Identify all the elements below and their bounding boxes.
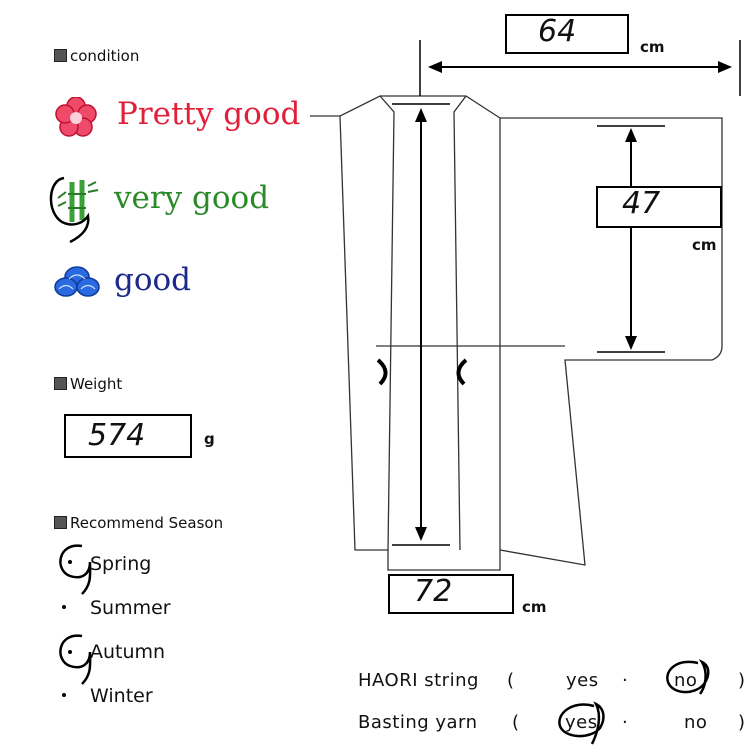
weight-unit: g <box>204 430 215 448</box>
paren-close: ) <box>738 670 746 691</box>
plum-blossom-icon <box>55 97 97 137</box>
season-bullet-dot <box>62 693 66 697</box>
weight-value: 574 <box>88 418 146 453</box>
autumn-selected-mark-icon <box>59 634 92 685</box>
paren-close: ) <box>738 712 746 733</box>
width-unit: cm <box>640 38 665 56</box>
season-heading: Recommend Season <box>54 514 223 532</box>
length-unit: cm <box>522 598 547 616</box>
gusset-mark-right <box>456 358 468 386</box>
basting-yarn-yes: yes <box>565 712 598 733</box>
sleeve-value-box <box>596 186 722 228</box>
paren-open: ( <box>512 712 520 733</box>
condition-very-good: very good <box>114 180 270 216</box>
haori-string-yes: yes <box>566 670 599 691</box>
spring-selected-mark-icon <box>59 544 92 595</box>
season-autumn: Autumn <box>90 641 166 663</box>
bamboo-icon <box>49 176 99 244</box>
condition-heading: condition <box>54 47 139 65</box>
sleeve-unit: cm <box>692 236 717 254</box>
sleeve-value: 47 <box>622 186 661 221</box>
pine-icon <box>54 266 100 297</box>
width-value-box <box>505 14 629 54</box>
separator-dot: · <box>622 670 629 691</box>
condition-good: good <box>114 262 192 298</box>
square-bullet-icon <box>54 377 67 390</box>
season-spring: Spring <box>90 553 152 575</box>
basting-yes-selected-circle-icon <box>558 701 605 745</box>
haori-string-label: HAORI string <box>358 670 479 691</box>
season-summer: Summer <box>90 597 171 619</box>
length-value: 72 <box>414 574 453 609</box>
weight-value-box <box>64 414 192 458</box>
selection-circle-mark <box>49 176 90 244</box>
weight-heading: Weight <box>54 375 122 393</box>
width-value: 64 <box>538 14 577 49</box>
haori-string-no: no <box>674 670 698 691</box>
basting-yarn-label: Basting yarn <box>358 712 478 733</box>
separator-dot: · <box>622 712 629 733</box>
paren-open: ( <box>507 670 515 691</box>
gusset-mark-left <box>376 358 388 386</box>
season-winter: Winter <box>90 685 153 707</box>
condition-pretty-good: Pretty good <box>117 96 301 132</box>
haori-no-selected-circle-icon <box>666 658 710 695</box>
season-bullet-dot <box>62 605 66 609</box>
square-bullet-icon <box>54 516 67 529</box>
basting-yarn-no: no <box>684 712 708 733</box>
square-bullet-icon <box>54 49 67 62</box>
length-value-box <box>388 574 514 614</box>
